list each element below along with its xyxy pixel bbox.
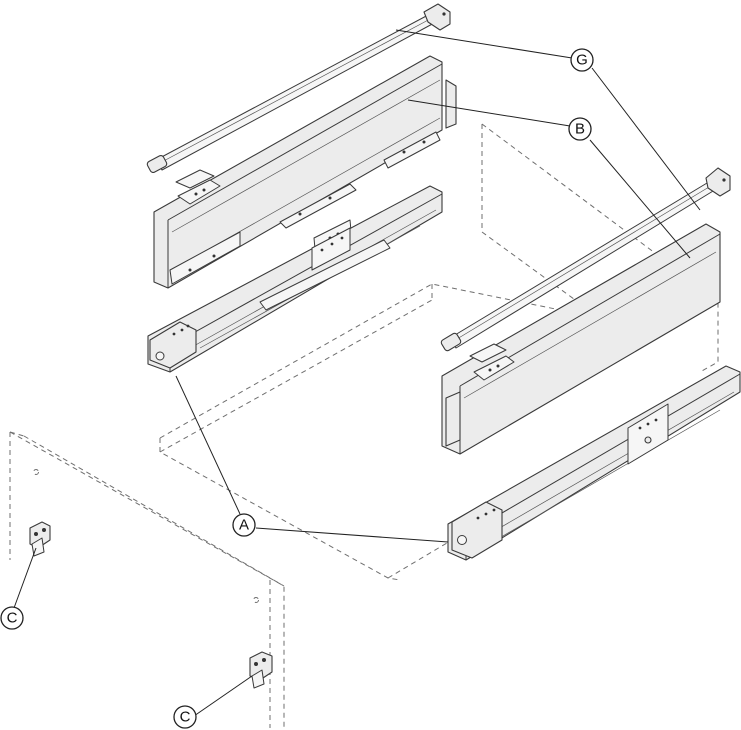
gallery-rail-upper (146, 3, 451, 174)
runner-lower (447, 365, 741, 561)
front-fixing-bottom (249, 651, 273, 689)
side-wall-upper (153, 55, 457, 289)
gallery-rail-lower (440, 167, 731, 352)
callout-b-label: B (575, 121, 585, 138)
callout-c-bottom-label: C (180, 709, 191, 726)
front-fixing-left (29, 521, 51, 557)
callout-a: A (232, 513, 256, 537)
callout-g-label: G (576, 52, 588, 69)
callout-c-bottom: C (173, 705, 197, 729)
runner-upper (147, 185, 443, 373)
leader-lines (13, 29, 701, 717)
callout-a-label: A (239, 517, 249, 534)
callout-g: G (570, 48, 594, 72)
cabinet-outline (159, 123, 719, 581)
callout-c-left-label: C (7, 610, 18, 627)
front-panel-outline (9, 431, 285, 728)
callout-b: B (568, 117, 592, 141)
callout-c-left: C (0, 606, 24, 630)
side-wall-lower (441, 223, 721, 455)
